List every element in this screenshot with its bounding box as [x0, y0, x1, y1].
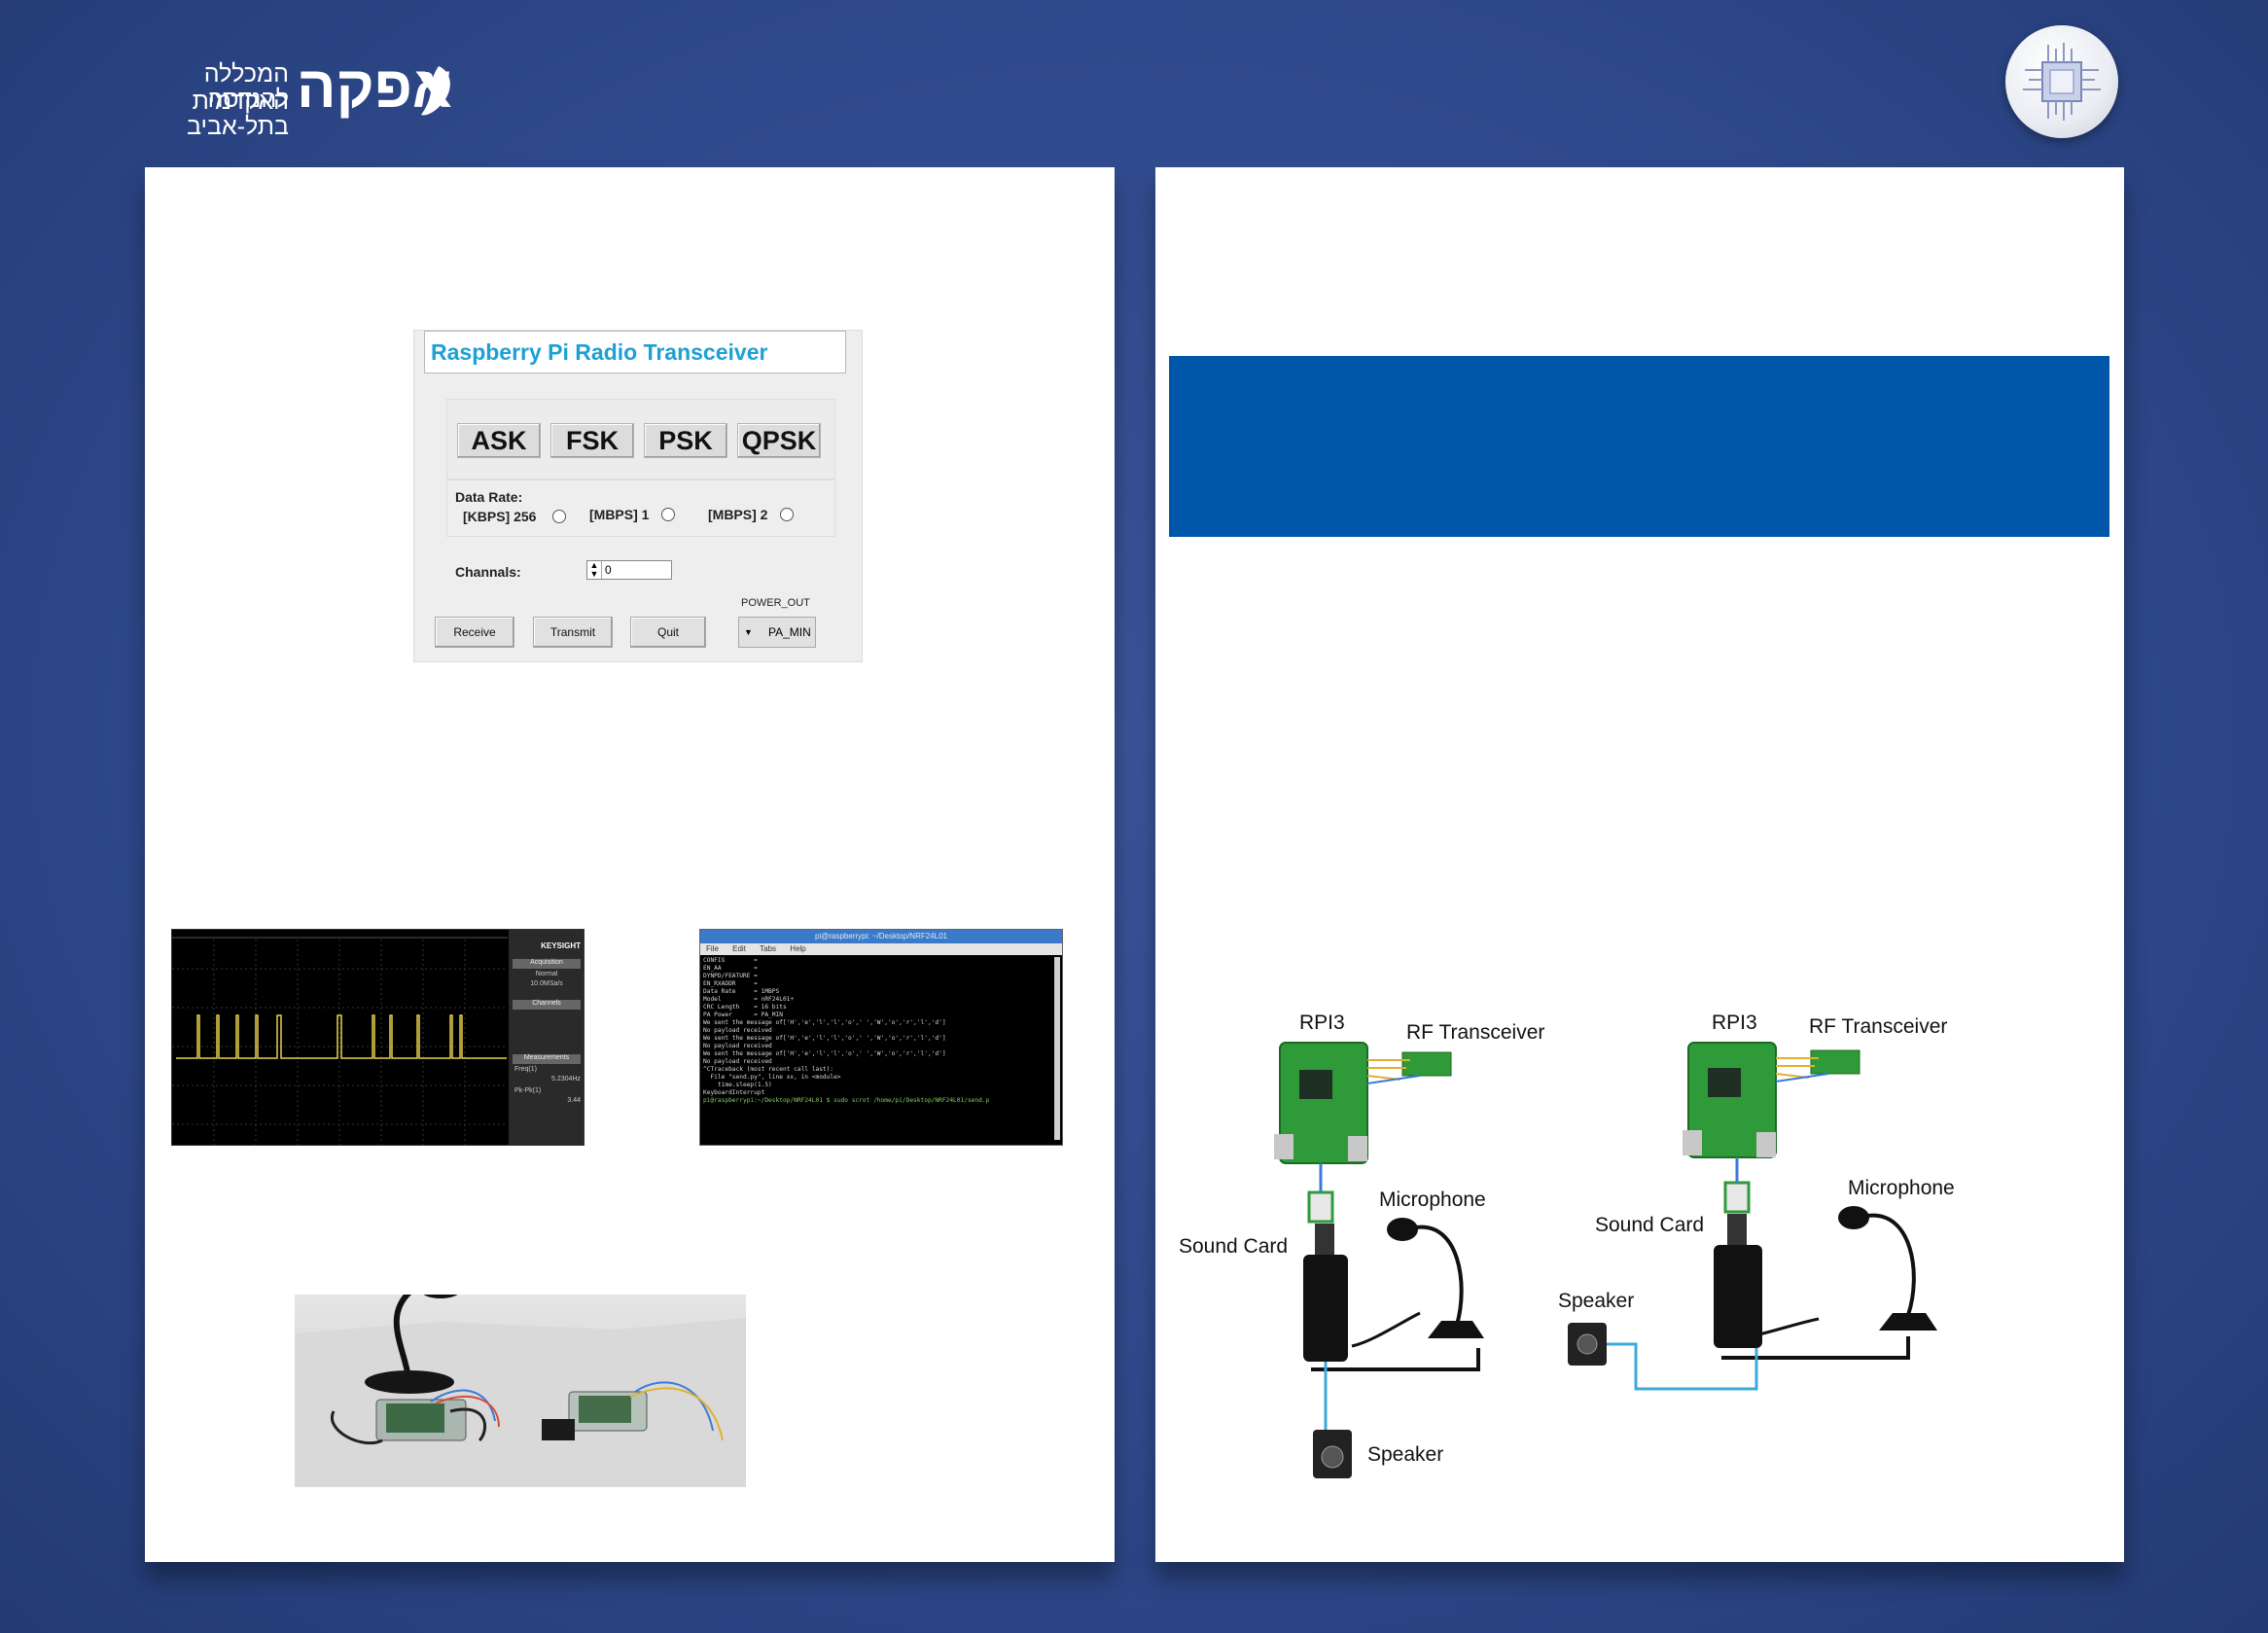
left-microphone-label: Microphone — [1379, 1189, 1486, 1211]
ask-button[interactable]: ASK — [457, 423, 541, 458]
hardware-photo — [295, 1279, 746, 1487]
terminal-line: time.sleep(1.5) — [703, 1082, 772, 1088]
right-speaker-label: Speaker — [1558, 1290, 1635, 1312]
modulation-group: ASK FSK PSK QPSK — [446, 399, 835, 480]
menu-file[interactable]: File — [706, 944, 719, 953]
hardware-photo-icon — [295, 1279, 746, 1487]
right-sound-card-label: Sound Card — [1595, 1214, 1705, 1236]
menu-tabs[interactable]: Tabs — [760, 944, 777, 953]
terminal-line: No payload received — [703, 1027, 772, 1034]
chevron-down-icon: ▼ — [744, 627, 753, 637]
terminal-line: No payload received — [703, 1043, 772, 1049]
chip-icon — [2023, 43, 2101, 121]
logo-wordmark: אפקה — [297, 54, 452, 120]
left-microphone-icon — [1387, 1218, 1484, 1338]
power-out-select[interactable]: ▼ PA_MIN — [738, 617, 816, 648]
right-rf-label: RF Transceiver — [1809, 1015, 1948, 1038]
terminal-line: Model = nRF24L01+ — [703, 996, 795, 1003]
system-diagram — [1274, 1042, 1937, 1478]
scope-pk-label: Pk-Pk(1) — [514, 1087, 542, 1094]
terminal-line: ^CTraceback (most recent call last): — [703, 1066, 834, 1073]
rate-256kbps-label: [KBPS] 256 — [463, 509, 537, 524]
terminal-window: pi@raspberrypi: ~/Desktop/NRF24L01 File … — [699, 929, 1063, 1146]
terminal-line: We sent the message of['H','e','l','l','… — [703, 1035, 946, 1042]
receive-button[interactable]: Receive — [435, 617, 514, 648]
scope-acq-header: Acquisition — [513, 959, 581, 969]
rate-256kbps-radio[interactable] — [552, 510, 566, 523]
right-usb-icon — [1723, 1181, 1751, 1214]
terminal-line: File "send.py", line xx, in <module> — [703, 1074, 841, 1081]
transmit-button[interactable]: Transmit — [533, 617, 613, 648]
menu-edit[interactable]: Edit — [732, 944, 746, 953]
power-out-value: PA_MIN — [768, 625, 811, 639]
rate-1mbps-radio[interactable] — [661, 508, 675, 521]
terminal-line: KeyboardInterrupt — [703, 1089, 765, 1096]
terminal-line: pi@raspberrypi:~/Desktop/NRF24L01 $ sudo… — [703, 1097, 990, 1104]
app-title: Raspberry Pi Radio Transceiver — [424, 331, 846, 373]
terminal-line: Data Rate = 1MBPS — [703, 988, 780, 995]
terminal-title: pi@raspberrypi: ~/Desktop/NRF24L01 — [700, 930, 1062, 943]
logo-line-1: המכללה האקדמית — [192, 60, 289, 115]
scope-brand: KEYSIGHT — [541, 941, 581, 950]
terminal-line: We sent the message of['H','e','l','l','… — [703, 1050, 946, 1057]
oscilloscope-screen: KEYSIGHT Acquisition Normal 10.0MSa/s Ch… — [171, 929, 585, 1146]
left-rf-label: RF Transceiver — [1406, 1021, 1545, 1044]
channels-label: Channals: — [455, 564, 521, 580]
fsk-button[interactable]: FSK — [550, 423, 634, 458]
channels-value: 0 — [605, 563, 612, 577]
right-sound-card-icon — [1714, 1245, 1762, 1348]
rate-2mbps-label: [MBPS] 2 — [708, 507, 768, 522]
terminal-line: DYNPD/FEATURE = — [703, 973, 758, 979]
right-microphone-icon — [1838, 1206, 1937, 1331]
left-rpi-board-icon — [1274, 1042, 1368, 1164]
terminal-line: We sent the message of['H','e','l','l','… — [703, 1019, 946, 1026]
scope-pk-value: 3.44 — [567, 1097, 581, 1104]
terminal-line: No payload received — [703, 1058, 772, 1065]
logo-line-2: להנדסה בתל-אביב — [187, 86, 289, 140]
terminal-scrollbar[interactable] — [1054, 957, 1060, 1140]
blue-title-band — [1169, 356, 2109, 537]
logo-leaf-icon — [421, 66, 450, 116]
psk-button[interactable]: PSK — [644, 423, 727, 458]
right-rf-module-icon — [1810, 1049, 1860, 1075]
terminal-line: CRC Length = 16 bits — [703, 1004, 787, 1011]
channels-spinbox[interactable]: ▲▼ 0 — [586, 560, 672, 580]
data-rate-label: Data Rate: — [455, 489, 523, 505]
right-rpi-board-icon — [1683, 1042, 1777, 1158]
terminal-output: CONFIG =EN_AA =DYNPD/FEATURE =EN_RXADDR … — [703, 957, 1053, 1105]
scope-freq-label: Freq(1) — [514, 1066, 537, 1073]
terminal-menu: File Edit Tabs Help — [700, 943, 1062, 955]
right-rpi-label: RPI3 — [1712, 1012, 1757, 1034]
scope-meas-header: Measurements — [513, 1054, 581, 1064]
scope-channels-header: Channels — [513, 1000, 581, 1010]
quit-button[interactable]: Quit — [630, 617, 706, 648]
chip-badge — [2005, 25, 2118, 138]
college-logo: המכללה האקדמית להנדסה בתל-אביב אפקה — [141, 54, 462, 141]
left-sound-card-icon — [1303, 1255, 1348, 1362]
left-usb-icon — [1307, 1190, 1334, 1224]
scope-acq-mode: Normal — [535, 971, 558, 977]
transceiver-app-window: Raspberry Pi Radio Transceiver ASK FSK P… — [413, 330, 863, 662]
terminal-line: CONFIG = — [703, 957, 758, 964]
left-rf-module-icon — [1401, 1051, 1452, 1077]
right-microphone-label: Microphone — [1848, 1177, 1955, 1199]
qpsk-button[interactable]: QPSK — [737, 423, 821, 458]
rate-2mbps-radio[interactable] — [780, 508, 794, 521]
terminal-line: EN_RXADDR = — [703, 980, 758, 987]
terminal-line: PA Power = PA_MIN — [703, 1012, 783, 1018]
left-sound-card-label: Sound Card — [1179, 1235, 1289, 1258]
scope-acq-rate: 10.0MSa/s — [530, 980, 563, 987]
data-rate-group: Data Rate: [KBPS] 256 [MBPS] 1 [MBPS] 2 — [446, 479, 835, 537]
terminal-line: EN_AA = — [703, 965, 758, 972]
power-out-label: POWER_OUT — [741, 597, 810, 609]
left-rpi-label: RPI3 — [1299, 1012, 1345, 1034]
scope-freq-value: 5.2304Hz — [551, 1076, 581, 1083]
rate-1mbps-label: [MBPS] 1 — [589, 507, 650, 522]
left-speaker-label: Speaker — [1367, 1443, 1444, 1466]
menu-help[interactable]: Help — [790, 944, 806, 953]
spin-arrows-icon[interactable]: ▲▼ — [587, 561, 602, 579]
